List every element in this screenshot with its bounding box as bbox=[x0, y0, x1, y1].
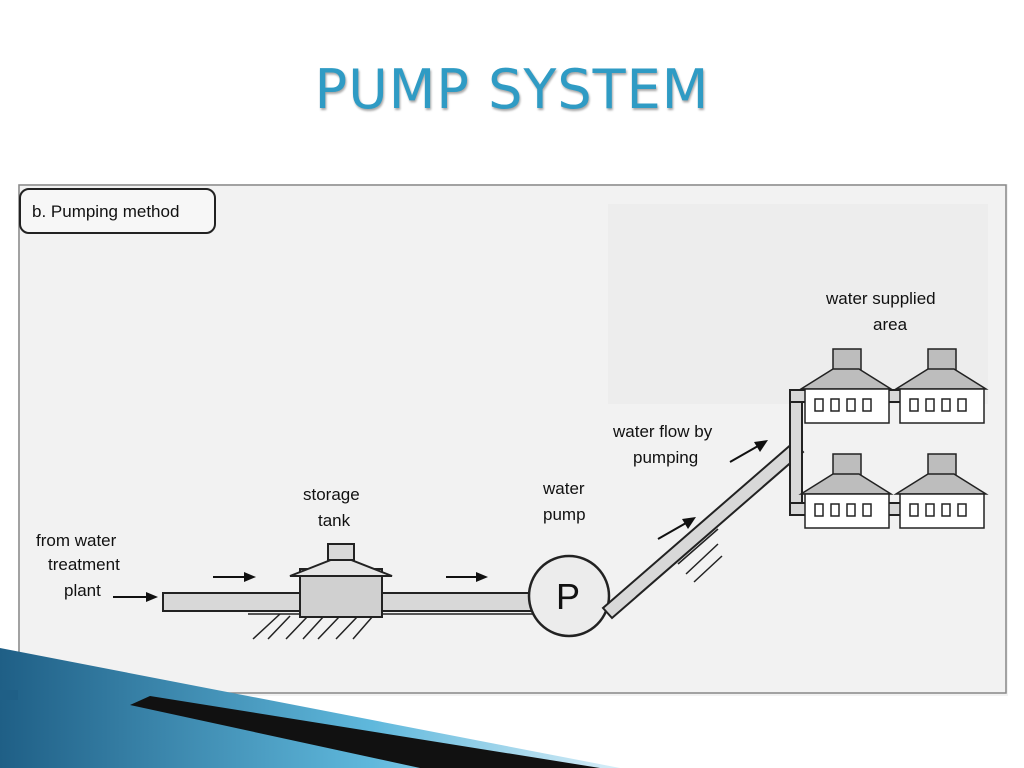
panel-label: b. Pumping method bbox=[32, 202, 179, 221]
inflow-arrow bbox=[113, 592, 158, 602]
ground-hatching bbox=[248, 613, 538, 640]
flow-label-line1: water flow by bbox=[612, 422, 713, 441]
supplied-area-label-line1: water supplied bbox=[825, 289, 936, 308]
water-pump: P bbox=[527, 554, 611, 638]
source-label-line1: from water bbox=[36, 531, 117, 550]
house-4 bbox=[893, 453, 989, 529]
storage-tank bbox=[289, 543, 393, 618]
slide-title: PUMP SYSTEM bbox=[314, 58, 710, 121]
source-label-line2: treatment bbox=[48, 555, 120, 574]
pipe-flow-arrow-1 bbox=[213, 572, 256, 582]
pump-symbol: P bbox=[556, 576, 580, 617]
supplied-area-label-line2: area bbox=[873, 315, 908, 334]
panel-label-box bbox=[19, 188, 216, 234]
flow-label-line2: pumping bbox=[633, 448, 698, 467]
pipe-flow-arrow-2 bbox=[446, 572, 488, 582]
source-label-line3: plant bbox=[64, 581, 101, 600]
house-2 bbox=[893, 348, 989, 424]
flow-arrow-upper bbox=[729, 440, 768, 463]
pump-system-diagram: b. Pumping method from water treatment p… bbox=[18, 184, 1007, 694]
flow-arrow-lower bbox=[657, 517, 696, 540]
house-1 bbox=[798, 348, 894, 424]
hill-hatching bbox=[677, 528, 723, 583]
diagram-frame: b. Pumping method from water treatment p… bbox=[18, 184, 1008, 696]
water-pump-label-line2: pump bbox=[543, 505, 586, 524]
storage-tank-label-line2: tank bbox=[318, 511, 351, 530]
house-3 bbox=[798, 453, 894, 529]
water-pump-label-line1: water bbox=[542, 479, 585, 498]
rising-pipe bbox=[601, 440, 805, 620]
storage-tank-label-line1: storage bbox=[303, 485, 360, 504]
